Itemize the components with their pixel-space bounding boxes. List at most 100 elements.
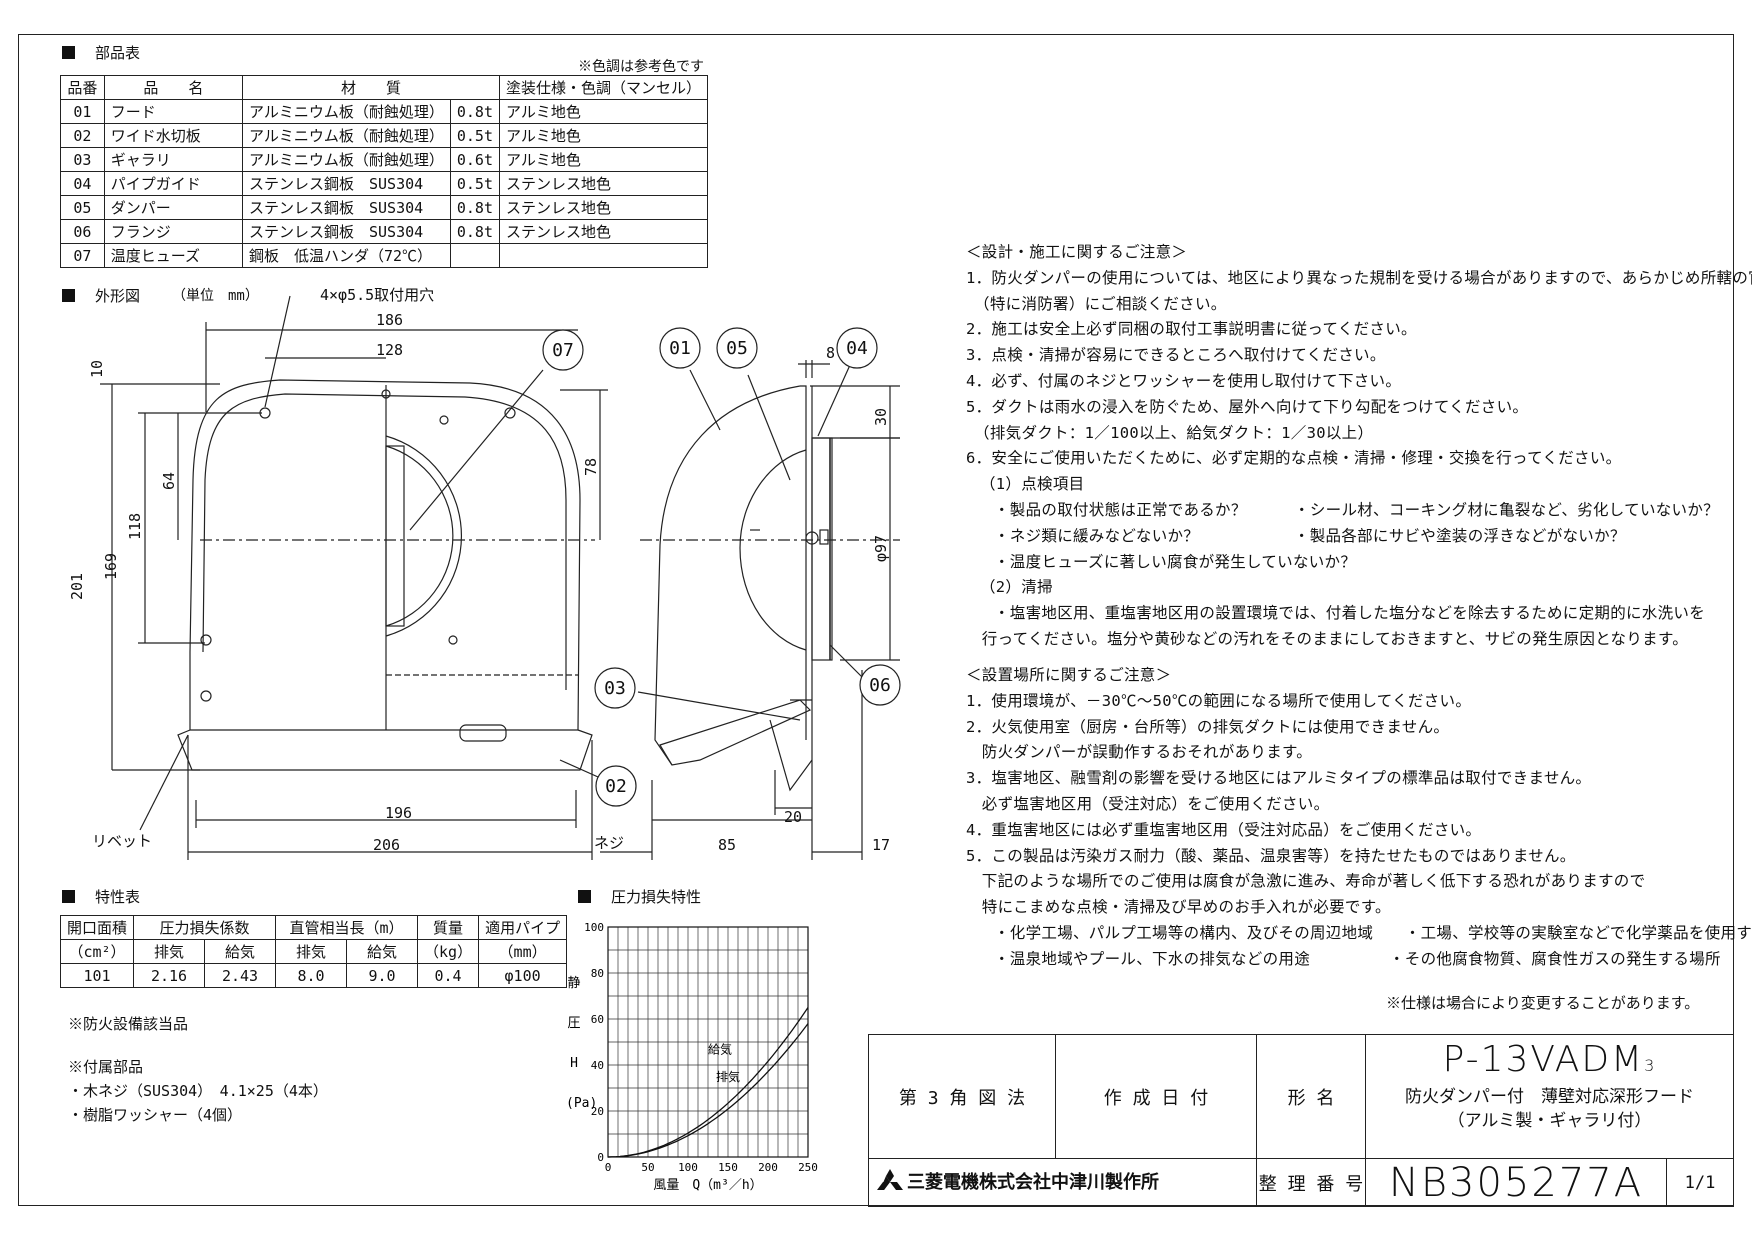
location-notes-heading: ＜設置場所に関するご注意＞ bbox=[966, 666, 1172, 684]
callout-06-label: 06 bbox=[869, 675, 891, 696]
dim-97: φ97 bbox=[872, 535, 890, 562]
callout-02 bbox=[595, 765, 637, 807]
char-h-coef: 圧力損失係数 bbox=[133, 915, 277, 940]
chart-x-label: 風量 Q（m³／h） bbox=[653, 1178, 762, 1193]
char-h2-4: 給気 bbox=[346, 939, 419, 964]
char-h2-3: 排気 bbox=[275, 939, 348, 964]
char-h-length: 直管相当長（m） bbox=[275, 915, 419, 940]
header-finish: 塗装仕様・色調（マンセル） bbox=[498, 75, 709, 100]
product-line-2: （アルミ製・ギャラリ付） bbox=[1447, 1111, 1652, 1131]
parts-cell-finish bbox=[498, 243, 709, 268]
parts-cell-material: アルミニウム板（耐蝕処理） bbox=[241, 123, 451, 148]
parts-cell-finish: アルミ地色 bbox=[498, 99, 709, 124]
parts-cell-name: パイプガイド bbox=[103, 171, 243, 196]
chart-x-tick: 50 bbox=[641, 1161, 654, 1174]
design-notes-line: 6．安全にご使用いただくために、必ず定期的な点検・清掃・修理・交換を行ってくださ… bbox=[966, 449, 1622, 468]
char-h2-5: （kg） bbox=[417, 939, 480, 964]
location-notes-line: 2．火気使用室（厨房・台所等）の排気ダクトには使用できません。 bbox=[966, 717, 1450, 736]
dim-169: 169 bbox=[102, 553, 120, 580]
callout-04-label: 04 bbox=[846, 338, 868, 359]
dim-17: 17 bbox=[872, 836, 890, 854]
unit-label: （単位 mm） bbox=[172, 288, 259, 304]
design-notes-line: 1．防火ダンパーの使用については、地区により異なった規制を受ける場合がありますの… bbox=[966, 268, 1752, 287]
parts-cell-name: 温度ヒューズ bbox=[103, 243, 243, 268]
parts-cell-thickness: 0.6t bbox=[449, 147, 500, 172]
chart-y-tick: 100 bbox=[584, 921, 604, 934]
parts-header-row: 品番 品 名 材 質 塗装仕様・色調（マンセル） bbox=[60, 75, 709, 100]
header-name: 品 名 bbox=[103, 75, 243, 100]
parts-cell-thickness: 0.5t bbox=[449, 123, 500, 148]
side-hood-outline bbox=[654, 385, 801, 766]
chart-y-label: (Pa) bbox=[566, 1096, 597, 1111]
chart-series-label: 排気 bbox=[716, 1069, 740, 1084]
dim-10: 10 bbox=[88, 360, 106, 378]
dim-186: 186 bbox=[376, 311, 403, 329]
callout-05-label: 05 bbox=[726, 338, 748, 359]
parts-cell-name: フランジ bbox=[103, 219, 243, 244]
mitsubishi-logo-icon bbox=[877, 1168, 903, 1197]
dim-118: 118 bbox=[126, 513, 144, 540]
char-h2-0: （cm²） bbox=[59, 939, 135, 964]
design-notes-line: 4．必ず、付属のネジとワッシャーを使用し取付けて下さい。 bbox=[966, 372, 1402, 390]
accessory-item-2: ・樹脂ワッシャー（4個） bbox=[68, 1106, 243, 1124]
location-notes-line: ・温泉地域やプール、下水の排気などの用途 ・その他腐食物質、腐食性ガスの発生する… bbox=[994, 949, 1721, 968]
callout-01 bbox=[659, 327, 701, 369]
parts-cell-no: 01 bbox=[60, 99, 105, 124]
dim-64: 64 bbox=[160, 472, 178, 490]
location-notes-line: 1．使用環境が、－30℃～50℃の範囲になる場所で使用してください。 bbox=[966, 691, 1472, 710]
chart-y-label: 静 bbox=[567, 976, 580, 991]
design-notes-line: ・ネジ類に緩みなどないか？ ・製品各部にサビや塗装の浮きなどがないか？ bbox=[994, 526, 1626, 545]
char-v-5: 0.4 bbox=[417, 963, 480, 988]
spec-note: ※仕様は場合により変更することがあります。 bbox=[1386, 994, 1700, 1012]
dim-85: 85 bbox=[718, 836, 736, 854]
callout-03-label: 03 bbox=[604, 678, 626, 699]
location-notes-line: 下記のような場所でのご使用は腐食が急激に進み、寿命が著しく低下する恐れがあります… bbox=[966, 872, 1646, 891]
callout-07-label: 07 bbox=[552, 340, 574, 361]
chart-frame bbox=[607, 926, 809, 1158]
side-gallery bbox=[659, 699, 812, 766]
callout-07 bbox=[542, 329, 584, 371]
location-notes-line: 5．この製品は汚染ガス耐力（酸、薬品、温泉害等）を持たせたものではありません。 bbox=[966, 846, 1576, 865]
char-h2-2: 給気 bbox=[204, 939, 277, 964]
parts-cell-material: 鋼板 低温ハンダ（72℃） bbox=[241, 243, 451, 268]
model-label: 形 名 bbox=[1256, 1034, 1366, 1159]
parts-heading: 部品表 bbox=[62, 42, 140, 63]
dim-78: 78 bbox=[582, 458, 600, 476]
projection-method: 第 3 角 図 法 bbox=[868, 1034, 1056, 1159]
char-h-area: 開口面積 bbox=[59, 915, 135, 940]
location-notes-line: 防火ダンパーが誤動作するおそれがあります。 bbox=[966, 743, 1313, 762]
char-h-mass: 質量 bbox=[417, 915, 480, 940]
location-notes-line: ・化学工場、パルプ工場等の構内、及びその周辺地域 ・工場、学校等の実験室などで化… bbox=[994, 924, 1752, 942]
parts-cell-no: 06 bbox=[60, 219, 105, 244]
parts-cell-name: フード bbox=[103, 99, 243, 124]
chart-y-label: 圧 bbox=[567, 1016, 580, 1031]
company: 三菱電機株式会社中津川製作所 bbox=[868, 1158, 1257, 1207]
char-v-1: 2.16 bbox=[133, 963, 206, 988]
color-note: ※色調は参考色です bbox=[578, 59, 704, 75]
hole-note: 4×φ5.5取付用穴 bbox=[320, 286, 434, 304]
parts-cell-no: 07 bbox=[60, 243, 105, 268]
chart-y-tick: 60 bbox=[591, 1013, 604, 1026]
chart-y-label: H bbox=[570, 1056, 578, 1071]
rivet-label: リベット bbox=[92, 832, 152, 850]
parts-cell-thickness bbox=[449, 243, 500, 268]
chart-y-tick: 20 bbox=[591, 1105, 604, 1118]
parts-cell-thickness: 0.5t bbox=[449, 171, 500, 196]
side-flange bbox=[811, 437, 833, 661]
title-block: 第 3 角 図 法 作 成 日 付 形 名 P-13VADM3 防火ダンパー付 … bbox=[868, 1034, 1734, 1207]
front-hood-outline bbox=[189, 379, 581, 731]
dim-8: 8 bbox=[826, 344, 835, 362]
accessories-heading: ※付属部品 bbox=[68, 1058, 144, 1076]
chart-y-tick: 80 bbox=[591, 967, 604, 980]
location-notes-line: 3．塩害地区、融雪剤の影響を受ける地区にはアルミタイプの標準品は取付できません。 bbox=[966, 769, 1592, 788]
callout-02-label: 02 bbox=[605, 776, 627, 797]
chart-x-tick: 200 bbox=[758, 1161, 778, 1174]
screw-label: ネジ bbox=[594, 834, 624, 852]
char-h2-6: （mm） bbox=[478, 939, 568, 964]
characteristics-table: 開口面積 圧力損失係数 直管相当長（m） 質量 適用パイプ （cm²） 排気 給… bbox=[59, 915, 568, 988]
location-notes-line: 必ず塩害地区用（受注対応）をご使用ください。 bbox=[966, 795, 1330, 813]
